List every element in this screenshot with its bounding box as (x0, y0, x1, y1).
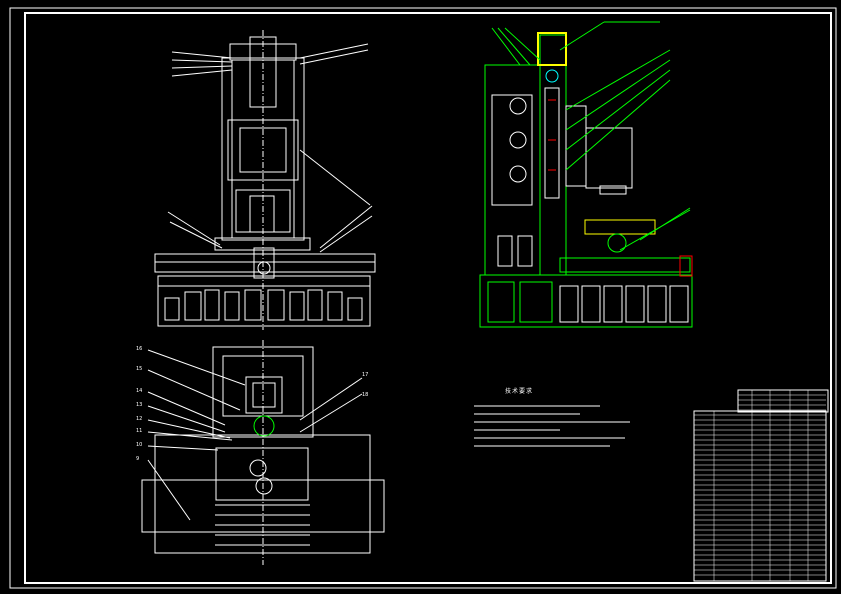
parts-list (693, 389, 829, 582)
top-view (141, 340, 385, 565)
svg-text:12: 12 (136, 416, 142, 422)
front-view (154, 30, 376, 330)
notes-title: 技术要求 (505, 388, 534, 395)
svg-text:10: 10 (136, 442, 142, 448)
balloons-bottom: 16 15 14 13 12 11 10 9 17 18 (136, 346, 368, 462)
svg-text:9: 9 (136, 456, 139, 462)
svg-text:16: 16 (136, 346, 142, 352)
svg-text:18: 18 (362, 392, 368, 398)
inner-frame (24, 12, 832, 584)
svg-text:11: 11 (136, 428, 142, 434)
side-view (479, 21, 693, 328)
outer-frame (9, 7, 837, 589)
technical-notes (474, 405, 630, 447)
svg-text:15: 15 (136, 366, 142, 372)
svg-text:17: 17 (362, 372, 368, 378)
svg-text:14: 14 (136, 388, 142, 394)
svg-text:13: 13 (136, 402, 142, 408)
parts-list-rows (694, 390, 826, 581)
